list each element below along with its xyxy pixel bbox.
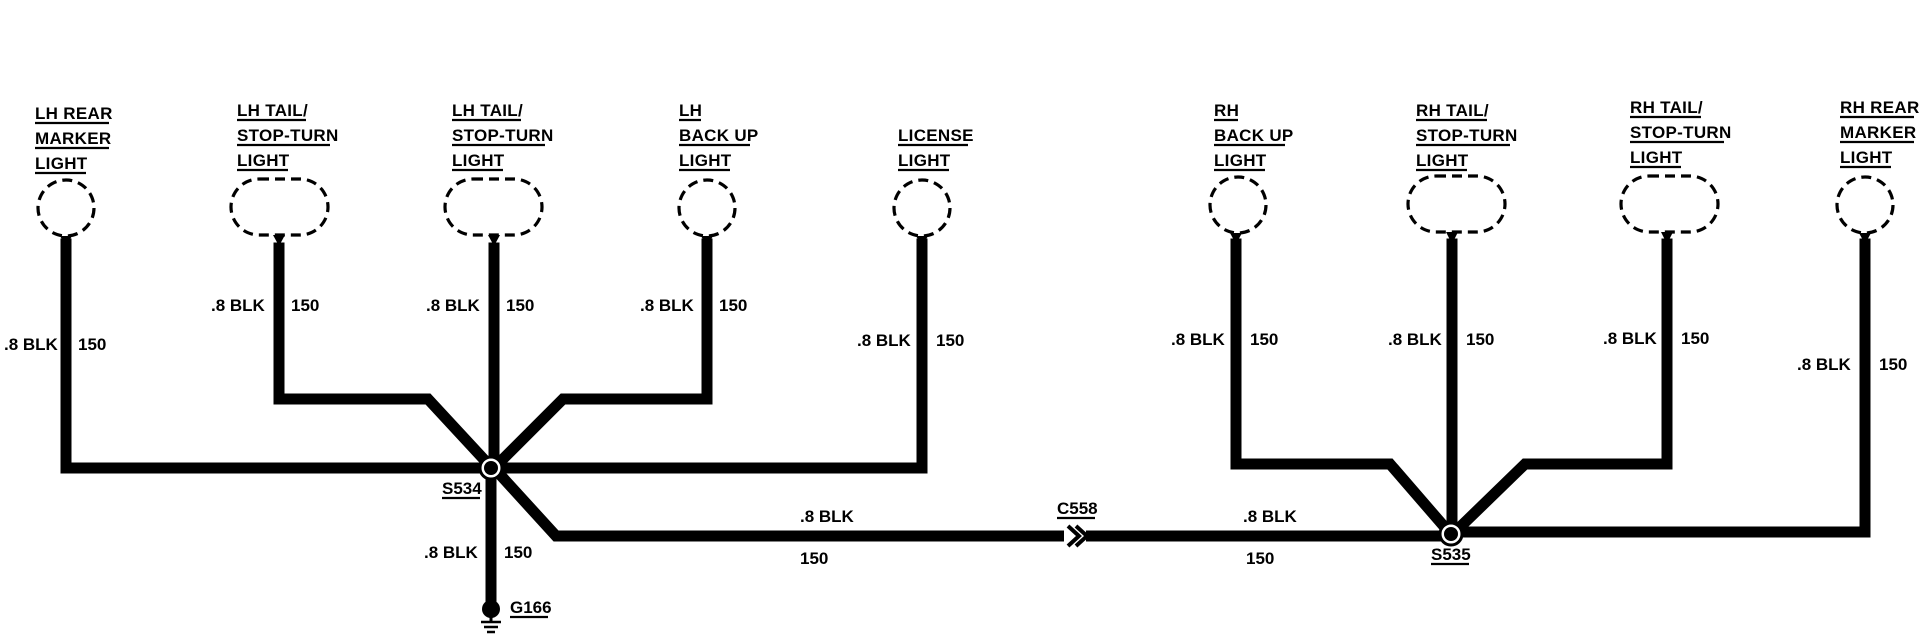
label-rh-rear-marker: RH REAR MARKER LIGHT [1840,98,1920,169]
lamp-rh-tail-stop-turn-1 [1406,174,1507,244]
lamp-lh-back-up [677,178,737,246]
ground-wire-circuit: 150 [504,543,532,562]
wire-rh-back-up [1230,238,1456,539]
wire-color-label: .8 BLK [1171,330,1226,349]
wire-color-label: .8 BLK [1603,329,1658,348]
label-line: LIGHT [452,151,505,170]
circuit-label: 150 [936,331,964,350]
splice-s535: S535 [1431,521,1471,566]
wire-color-label: .8 BLK [211,296,266,315]
label-line: LH [679,101,702,120]
wires [60,238,1871,614]
lamp-license [892,178,952,246]
lamp-rh-rear-marker [1835,175,1895,244]
label-rh-back-up: RH BACK UP LIGHT [1214,101,1294,172]
wire-lh-back-up [488,238,713,474]
wire-color-label: .8 BLK [426,296,481,315]
label-lh-tail-stop-turn-1: LH TAIL/ STOP-TURN LIGHT [237,101,339,172]
wire-rh-tail-stop-turn-2 [1448,238,1673,539]
circuit-label: 150 [1681,329,1709,348]
trunk-right-wire-color: .8 BLK [1243,507,1298,526]
circuit-label: 150 [1250,330,1278,349]
circuit-label: 150 [78,335,106,354]
lamp-lh-rear-marker [36,178,96,246]
splice-s534: S534 [442,455,504,500]
label-line: RH TAIL/ [1416,101,1489,120]
lamp-lh-tail-stop-turn-1 [229,177,330,246]
label-line: LIGHT [1416,151,1469,170]
lamp-rh-tail-stop-turn-2 [1619,174,1720,244]
trunk-left-circuit: 150 [800,549,828,568]
ground-g166: G166 [481,598,552,634]
label-line: STOP-TURN [237,126,339,145]
label-line: LH TAIL/ [452,101,523,120]
label-line: BACK UP [1214,126,1294,145]
label-line: STOP-TURN [1416,126,1518,145]
label-lh-rear-marker: LH REAR MARKER LIGHT [35,104,113,175]
label-line: MARKER [35,129,111,148]
label-line: LICENSE [898,126,974,145]
light-labels: LH REAR MARKER LIGHT LH TAIL/ STOP-TURN … [35,98,1920,175]
label-line: MARKER [1840,123,1916,142]
label-line: LIGHT [898,151,951,170]
label-line: STOP-TURN [1630,123,1732,142]
label-lh-back-up: LH BACK UP LIGHT [679,101,759,172]
circuit-label: 150 [506,296,534,315]
splice-label-left: S534 [442,479,482,498]
wire-color-label: .8 BLK [640,296,695,315]
lamps [36,174,1895,246]
wire-trunk-left [486,460,1074,542]
circuit-label: 150 [719,296,747,315]
wire-license [488,238,928,474]
wire-labels: .8 BLK 150 .8 BLK 150 .8 BLK 150 .8 BLK … [4,296,1907,568]
label-line: LIGHT [1214,151,1267,170]
trunk-right-circuit: 150 [1246,549,1274,568]
label-line: LIGHT [35,154,88,173]
trunk-left-wire-color: .8 BLK [800,507,855,526]
wire-color-label: .8 BLK [1388,330,1443,349]
circuit-label: 150 [1466,330,1494,349]
label-line: LH REAR [35,104,113,123]
label-line: BACK UP [679,126,759,145]
lamp-rh-back-up [1208,175,1268,244]
label-line: STOP-TURN [452,126,554,145]
label-line: LIGHT [1630,148,1683,167]
wire-lh-tail-stop-turn-1 [273,242,498,474]
label-line: LIGHT [237,151,290,170]
label-rh-tail-stop-turn-1: RH TAIL/ STOP-TURN LIGHT [1416,101,1518,172]
wire-color-label: .8 BLK [857,331,912,350]
ground-wire-color: .8 BLK [424,543,479,562]
wire-color-label: .8 BLK [4,335,59,354]
label-line: LIGHT [679,151,732,170]
label-lh-tail-stop-turn-2: LH TAIL/ STOP-TURN LIGHT [452,101,554,172]
label-line: RH REAR [1840,98,1920,117]
ground-label: G166 [510,598,552,617]
label-line: LH TAIL/ [237,101,308,120]
label-line: LIGHT [1840,148,1893,167]
label-rh-tail-stop-turn-2: RH TAIL/ STOP-TURN LIGHT [1630,98,1732,169]
wire-rh-rear-marker [1442,238,1871,538]
circuit-label: 150 [291,296,319,315]
circuit-label: 150 [1879,355,1907,374]
lamp-lh-tail-stop-turn-2 [443,177,544,246]
wire-lh-rear-marker [60,238,496,474]
label-license: LICENSE LIGHT [898,126,974,172]
wire-color-label: .8 BLK [1797,355,1852,374]
connector-label: C558 [1057,499,1098,518]
connector-c558: C558 [1057,499,1098,548]
label-line: RH TAIL/ [1630,98,1703,117]
label-line: RH [1214,101,1239,120]
splice-label-right: S535 [1431,545,1471,564]
